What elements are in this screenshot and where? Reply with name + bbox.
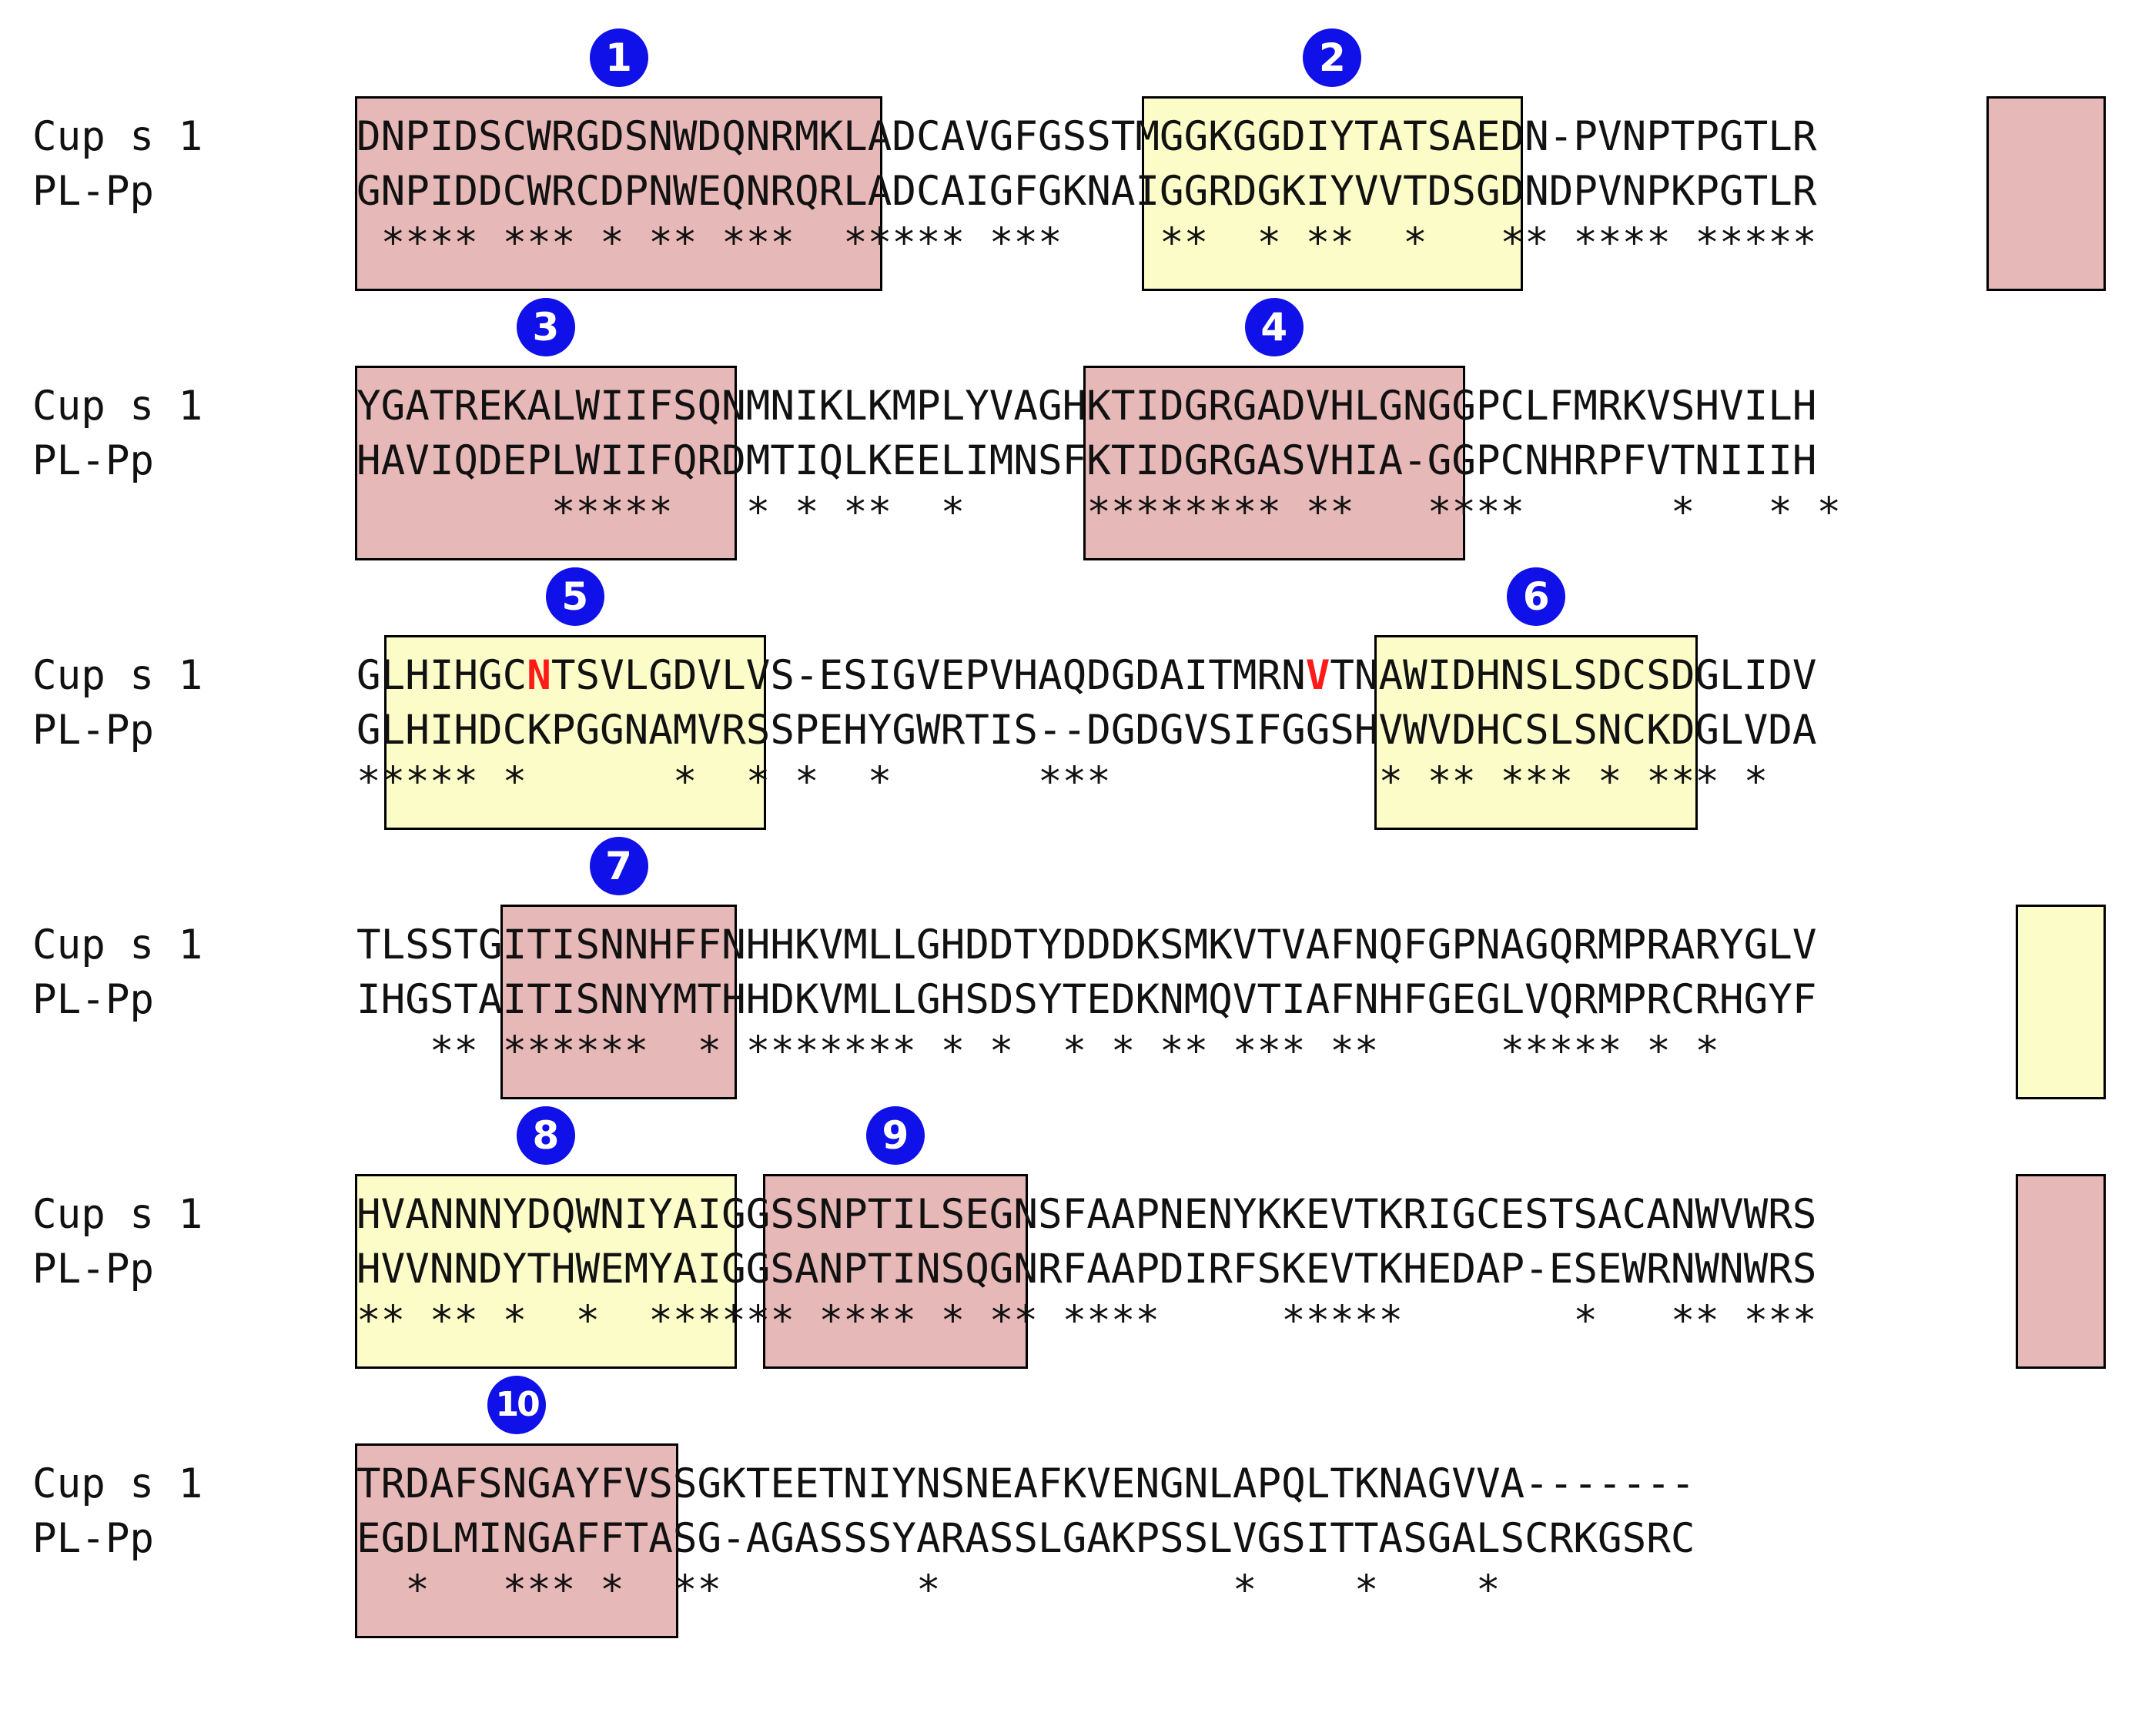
sequence-text: GNPIDDCWRCDPNWEQNRQRLADCAIGFGKNAIGGRDGKI… [356, 168, 1817, 215]
sequence-text: YGATREKALWIIFSQNMNIKLKMPLYVAGHKTIDGRGADV… [356, 383, 1817, 430]
sequence-text: GLHIHGCNTSVLGDVLVS-ESIGVEPVHAQDGDAITMRNV… [356, 652, 1817, 699]
sequence-text: DNPIDSCWRGDSNWDQNRMKLADCAVGFGSSTMGGKGGDI… [356, 113, 1817, 160]
region-number-badge: 9 [865, 1106, 925, 1165]
sequence-text: HVVNNDYTHWEMYAIGGSANPTINSQGNRFAAPDIRFSKE… [356, 1246, 1817, 1293]
conserved-region-box-pink [500, 905, 737, 1099]
sequence-label: Cup s 1 [32, 1191, 203, 1238]
sequence-text: TRDAFSNGAYFVSSGKTEETNIYNSNEAFKVENGNLAPQL… [356, 1460, 1695, 1507]
conservation-stars: ***** * * ** * ******** ** **** * * * [356, 489, 1842, 536]
conserved-region-box-pink [355, 366, 737, 560]
conservation-stars: * *** * ** * * * * [356, 1567, 1501, 1614]
glycosylation-site-residue: N [527, 652, 551, 699]
conserved-region-box-yellow [2015, 905, 2106, 1099]
conserved-region-box-pink [1986, 96, 2106, 291]
region-number-badge: 7 [589, 837, 648, 895]
conserved-region-box-yellow [1141, 96, 1524, 291]
region-number-badge: 2 [1303, 28, 1362, 87]
sequence-text: HVANNNYDQWNIYAIGGSSNPTILSEGNSFAAPNENYKKE… [356, 1191, 1817, 1238]
sequence-text: HAVIQDEPLWIIFQRDMTIQLKEELIMNSFKTIDGRGASV… [356, 437, 1817, 484]
conserved-region-box-pink [2015, 1174, 2106, 1369]
conserved-region-box-pink [1083, 366, 1465, 560]
conservation-stars: ** ****** * ******* * * * * ** *** ** **… [356, 1028, 1720, 1075]
conservation-stars: ** ** * * ****** **** * ** **** ***** * … [356, 1297, 1817, 1344]
sequence-label: PL-Pp [32, 1246, 155, 1293]
sequence-label: Cup s 1 [32, 652, 203, 699]
conservation-stars: **** *** * ** *** ***** *** ** * ** * **… [356, 219, 1817, 266]
sequence-label: Cup s 1 [32, 383, 203, 430]
conserved-region-box-yellow [1374, 635, 1699, 830]
sequence-text: IHGSTAITISNNYMTHHDKVMLLGHSDSYTEDKNMQVTIA… [356, 976, 1817, 1023]
sequence-label: Cup s 1 [32, 1460, 203, 1507]
sequence-label: PL-Pp [32, 168, 155, 215]
sequence-text: TLSSTGITISNNHFFNHHKVMLLGHDDTYDDDKSMKVTVA… [356, 922, 1817, 968]
region-number-badge: 6 [1507, 567, 1566, 626]
conserved-region-box-yellow [355, 1174, 737, 1369]
region-number-badge: 8 [516, 1106, 575, 1165]
sequence-label: PL-Pp [32, 707, 155, 754]
conserved-region-box-pink [355, 1443, 679, 1638]
region-number-badge: 3 [516, 298, 575, 356]
sequence-label: PL-Pp [32, 437, 155, 484]
region-number-badge: 4 [1244, 298, 1304, 356]
sequence-label: PL-Pp [32, 1515, 155, 1562]
sequence-text: GLHIHDCKPGGNAMVRSSPEHYGWRTIS--DGDGVSIFGG… [356, 707, 1817, 754]
region-number-badge: 10 [487, 1376, 547, 1434]
sequence-label: PL-Pp [32, 976, 155, 1023]
sequence-text: EGDLMINGAFFTASG-AGASSSYARASSLGAKPSSLVGSI… [356, 1515, 1695, 1562]
glycosylation-site-residue: V [1305, 652, 1330, 699]
region-number-badge: 1 [589, 28, 648, 87]
conserved-region-box-pink [762, 1174, 1029, 1369]
conserved-region-box-yellow [383, 635, 766, 830]
conserved-region-box-pink [355, 96, 882, 291]
region-number-badge: 5 [545, 567, 604, 626]
sequence-label: Cup s 1 [32, 922, 203, 968]
sequence-label: Cup s 1 [32, 113, 203, 160]
conservation-stars: ***** * * * * * *** * ** *** * *** * [356, 758, 1769, 805]
